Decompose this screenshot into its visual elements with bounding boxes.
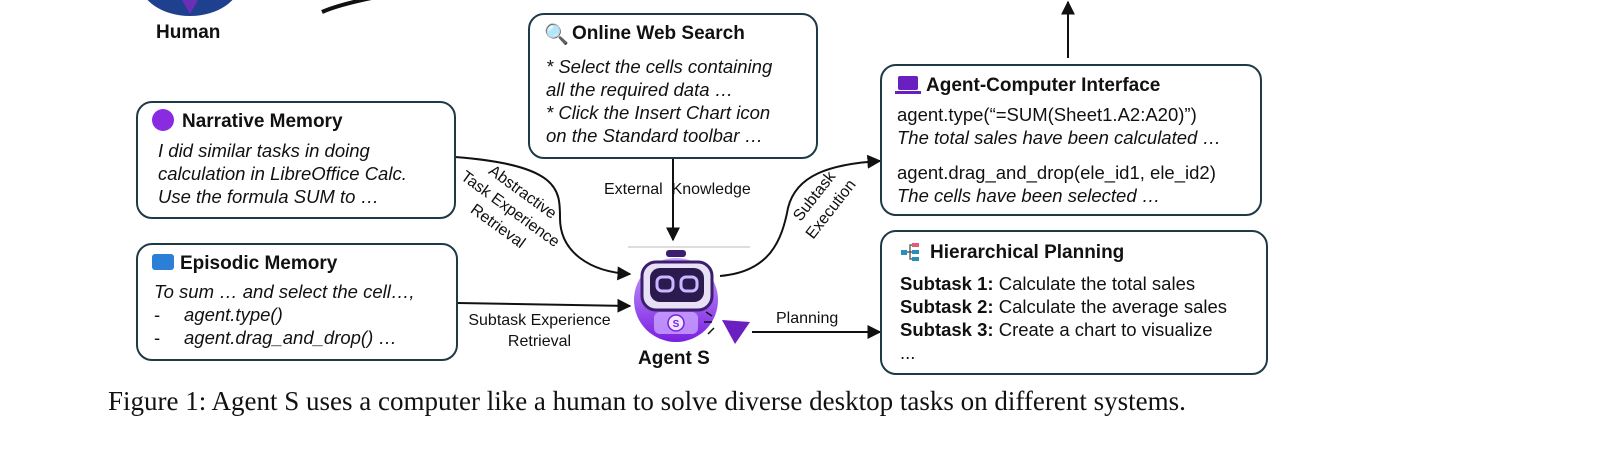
aci-result-1: The total sales have been calculated … xyxy=(897,127,1221,148)
subtask-2-key: Subtask 2: xyxy=(900,296,994,317)
subtask-experience-line-1: Subtask Experience xyxy=(468,312,611,329)
external-knowledge-label: External Knowledge xyxy=(604,181,751,198)
svg-text:S: S xyxy=(673,319,680,330)
narrative-memory-title: Narrative Memory xyxy=(182,111,343,132)
figure-caption: Figure 1: Agent S uses a computer like a… xyxy=(108,386,1186,416)
web-search-line-1: * Select the cells containing xyxy=(546,56,773,77)
aci-title: Agent-Computer Interface xyxy=(926,75,1161,96)
episodic-memory-line-2: agent.type() xyxy=(184,304,283,325)
agent-label: Agent S xyxy=(638,348,710,369)
subtask-3-key: Subtask 3: xyxy=(900,319,994,340)
aci-result-2: The cells have been selected … xyxy=(897,185,1161,206)
subtask-1: Subtask 1: Calculate the total sales xyxy=(900,273,1195,295)
narrative-memory-line-3: Use the formula SUM to … xyxy=(158,186,380,207)
human-avatar-icon xyxy=(147,0,233,16)
aci-box: Agent-Computer Interface agent.type(“=SU… xyxy=(880,64,1262,216)
episodic-memory-line-3: agent.drag_and_drop() … xyxy=(184,327,397,348)
subtask-1-text: Calculate the total sales xyxy=(998,273,1196,294)
brain-icon xyxy=(152,109,174,131)
web-search-box: 🔍 Online Web Search * Select the cells c… xyxy=(528,13,818,159)
planning-title: Hierarchical Planning xyxy=(930,242,1125,263)
aci-action-1: agent.type(“=SUM(Sheet1.A2:A20)”) xyxy=(897,104,1197,125)
subtask-experience-label: Subtask Experience Retrieval xyxy=(462,310,617,352)
folder-icon xyxy=(152,254,174,270)
narrative-memory-box: Narrative Memory I did similar tasks in … xyxy=(136,101,456,219)
narrative-memory-line-2: calculation in LibreOffice Calc. xyxy=(158,163,407,184)
narrative-memory-line-1: I did similar tasks in doing xyxy=(158,140,370,161)
episodic-bullet-2: - xyxy=(154,327,161,348)
planning-more: ... xyxy=(900,342,916,363)
subtask-3: Subtask 3: Create a chart to visualize xyxy=(900,319,1213,341)
subtask-2-text: Calculate the average sales xyxy=(998,296,1228,317)
aci-action-2: agent.drag_and_drop(ele_id1, ele_id2) xyxy=(897,162,1216,183)
episodic-memory-title: Episodic Memory xyxy=(180,253,338,274)
subtask-experience-arrow xyxy=(457,298,632,313)
hierarchy-icon xyxy=(900,242,920,262)
laptop-base-icon xyxy=(895,91,921,94)
subtask-experience-line-2: Retrieval xyxy=(507,333,572,350)
cursor-icon xyxy=(704,311,750,344)
web-search-title: Online Web Search xyxy=(572,23,745,44)
agent-robot-icon: S xyxy=(634,250,718,342)
subtask-3-text: Create a chart to visualize xyxy=(998,319,1213,340)
abstractive-retrieval-arrow xyxy=(454,156,632,281)
magnifier-icon: 🔍 xyxy=(544,24,569,46)
human-label: Human xyxy=(156,22,221,43)
web-search-line-2: all the required data … xyxy=(546,79,734,100)
laptop-icon xyxy=(898,76,918,90)
episodic-memory-box: Episodic Memory To sum … and select the … xyxy=(136,243,458,361)
web-search-line-3: * Click the Insert Chart icon xyxy=(546,102,771,123)
subtask-execution-arrow xyxy=(719,154,882,277)
episodic-bullet-1: - xyxy=(154,304,161,325)
planning-edge-label: Planning xyxy=(776,310,839,327)
planning-box: Hierarchical Planning Subtask 1: Calcula… xyxy=(880,230,1268,375)
signal-curve-icon xyxy=(321,0,372,14)
subtask-1-key: Subtask 1: xyxy=(900,273,994,294)
web-search-line-4: on the Standard toolbar … xyxy=(546,125,764,146)
subtask-2: Subtask 2: Calculate the average sales xyxy=(900,296,1227,318)
episodic-memory-line-1: To sum … and select the cell…, xyxy=(154,281,415,302)
